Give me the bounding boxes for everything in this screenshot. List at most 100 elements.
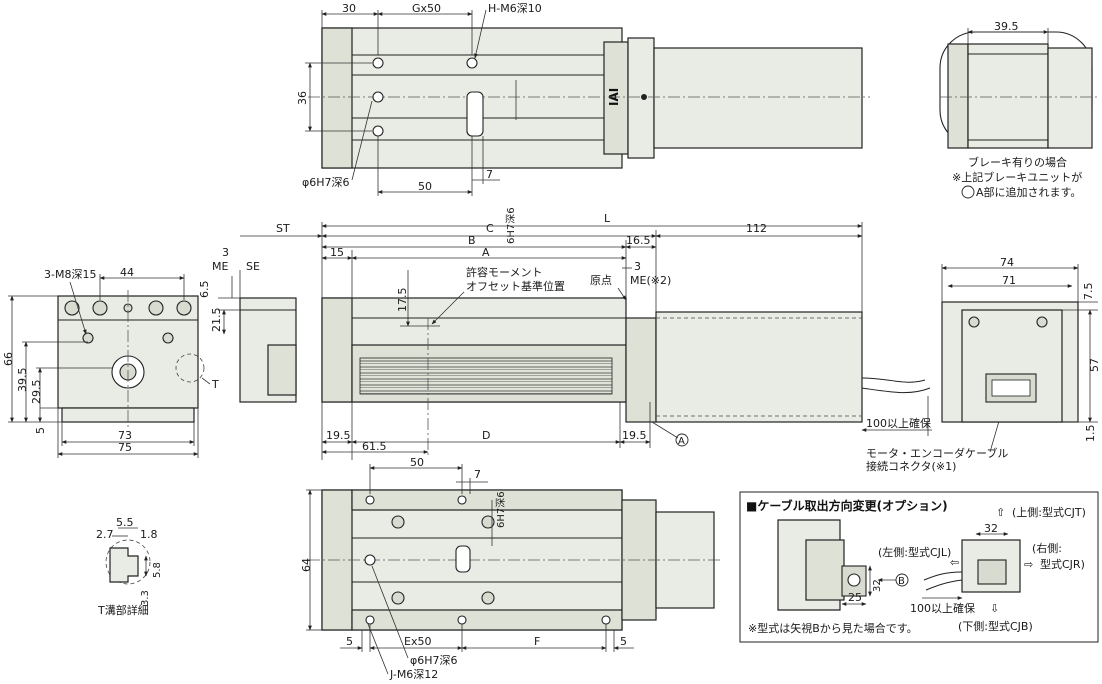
dim-16-5: 16.5 [626, 234, 651, 247]
screw-icon [391, 515, 405, 529]
label-connector-2: 接続コネクタ(※1) [866, 459, 956, 473]
dim-l: L [604, 212, 611, 225]
dim-1-5: 1.5 [1084, 425, 1097, 443]
screw-icon [481, 515, 495, 529]
tap-hole [601, 615, 611, 625]
dim-7-top: 7 [486, 168, 493, 181]
t-slot-profile [109, 547, 139, 583]
thin-side-view: 3 ME SE 6.5 21.5 [198, 246, 297, 403]
oblong-hole [466, 91, 484, 137]
t-slot-callout [175, 353, 205, 383]
dim-36: 36 [296, 91, 309, 105]
end-view-right: 74 71 7.5 57 1.5 [941, 256, 1101, 443]
arrow-left-icon: ⇦ [950, 556, 959, 569]
dim-112: 112 [746, 222, 767, 235]
label-phi-hole-top: φ6H7深6 [302, 176, 350, 189]
motor-side [655, 311, 863, 423]
dim-66: 66 [2, 352, 15, 366]
label-me2: ME(※2) [630, 274, 671, 287]
dim-75: 75 [118, 441, 132, 454]
dim-5-bottom-left: 5 [346, 635, 353, 648]
dim-73: 73 [118, 429, 132, 442]
arrow-right-icon: ⇨ [1024, 558, 1033, 571]
m8-tap [176, 300, 192, 316]
dim-44: 44 [120, 266, 134, 279]
arrow-up-icon: ⇧ [996, 506, 1005, 519]
option-note: ※型式は矢視Bから見た場合です。 [748, 621, 918, 635]
end-view-left: T 44 3-M8深15 66 39.5 29.5 5 73 75 [2, 266, 219, 458]
dim-7-bottom: 7 [474, 468, 481, 481]
cable-option-panel: ■ケーブル取出方向変更(オプション) (上側:型式CJT) ⇧ 32 (左側:型… [739, 491, 1099, 643]
brake-unit [967, 43, 1049, 149]
m8-tap [92, 300, 108, 316]
arrow-down-icon: ⇩ [990, 602, 999, 615]
t-slot-caption: T溝部詳細 [97, 603, 149, 617]
dim-32-top: 32 [984, 522, 998, 535]
label-tap-j: J-M6深12 [389, 668, 438, 681]
screw-icon [968, 316, 980, 328]
motor-flange-top [603, 41, 629, 155]
dim-5-8: 5.8 [152, 562, 163, 578]
motor-adapter-top [627, 37, 655, 159]
label-left: (左側:型式CJL) [878, 545, 951, 559]
tap-hole [372, 125, 384, 137]
dim-a: A [482, 246, 490, 259]
dim-71: 71 [1002, 274, 1016, 287]
label-moment-2: オフセット基準位置 [466, 279, 565, 293]
label-me: ME [212, 260, 228, 273]
dim-c: C [486, 222, 494, 235]
circle-a-letter: A [678, 436, 685, 447]
tap-hole [365, 615, 375, 625]
dim-b: B [468, 234, 476, 247]
top-view: IAI 30 Gx50 H-M6深10 36 50 7 6H7深6 [296, 2, 870, 244]
dim-64: 64 [300, 558, 313, 572]
screw-icon [1036, 316, 1048, 328]
circle-a-side [675, 433, 689, 447]
label-moment-1: 許容モーメント [466, 265, 543, 279]
m8-tap [64, 300, 80, 316]
dim-gx50: Gx50 [412, 2, 441, 15]
label-right-2: 型式CJR) [1040, 557, 1085, 571]
dim-d: D [482, 429, 490, 442]
dim-17-5: 17.5 [396, 288, 409, 313]
dim-21-5: 21.5 [210, 308, 223, 333]
label-se: SE [246, 260, 260, 273]
m8-tap [148, 300, 164, 316]
screw-icon [391, 591, 405, 605]
side-view: L ST C 112 B 16.5 15 A 3 原点 ME(※2) 17.5 … [240, 212, 1008, 473]
dim-39-5-left: 39.5 [16, 368, 29, 393]
brake-motor [1047, 47, 1093, 149]
oblong-hole [455, 545, 471, 573]
dim-19-5-right: 19.5 [622, 429, 647, 442]
brake-caption-1: ブレーキ有りの場合 [968, 155, 1067, 169]
brake-flange [947, 43, 969, 149]
grease-nipple-icon [641, 94, 647, 100]
label-top: (上側:型式CJT) [1012, 505, 1086, 519]
brake-caption-3: A部に追加されます。 [976, 185, 1081, 199]
dim-ex50: Ex50 [404, 635, 431, 648]
screw-icon [82, 332, 94, 344]
dim-3-3: 3.3 [140, 590, 151, 606]
cooling-fins [359, 357, 613, 395]
label-tap-3m8: 3-M8深15 [44, 268, 96, 281]
dim-19-5-left: 19.5 [326, 429, 351, 442]
dim-5-left: 5 [34, 427, 47, 434]
label-connector-1: モータ・エンコーダケーブル [866, 446, 1008, 460]
label-right-1: (右側: [1032, 541, 1062, 555]
dim-2-7: 2.7 [96, 528, 114, 541]
label-100-option: 100以上確保 [910, 601, 975, 615]
dim-st: ST [276, 222, 290, 235]
dim-7-5: 7.5 [1082, 283, 1095, 301]
dim-25: 25 [848, 591, 862, 604]
circle-a-marker [961, 185, 975, 199]
dim-32-side: 32 [872, 579, 883, 592]
dim-1-8: 1.8 [140, 528, 158, 541]
dim-5-5: 5.5 [116, 516, 134, 529]
dim-6-5: 6.5 [198, 281, 211, 299]
label-bottom: (下側:型式CJB) [958, 619, 1033, 633]
t-slot-detail: 2.7 5.5 1.8 5.8 3.3 T溝部詳細 [96, 516, 163, 617]
dim-39-5-brake: 39.5 [994, 20, 1019, 33]
label-tap-h: H-M6深10 [488, 2, 542, 15]
dowel-hole [372, 91, 384, 103]
